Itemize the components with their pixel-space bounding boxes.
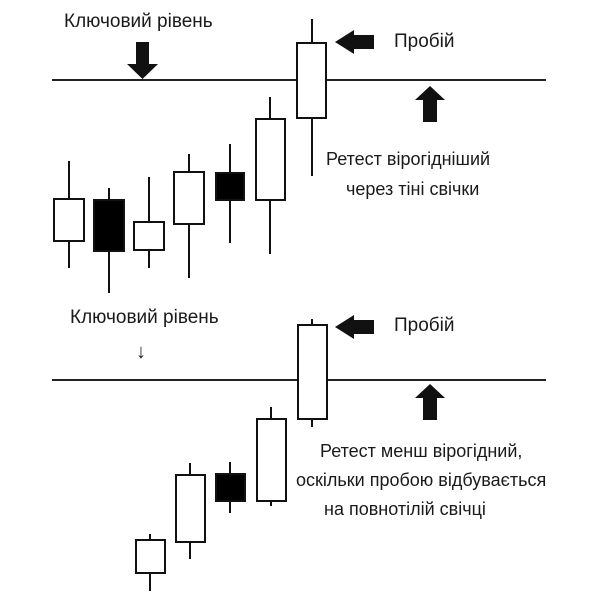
bottom-panel [52, 315, 546, 591]
candle-body [215, 172, 245, 201]
top-panel [52, 19, 546, 293]
bottom-key-level-arrow-icon: ↓ [136, 341, 146, 363]
top-candle [173, 154, 205, 278]
bottom-breakout-left-arrow-icon [335, 315, 374, 339]
top-breakout-candle [296, 19, 327, 176]
candle-body [133, 221, 165, 251]
top-breakout-label: Пробій [394, 31, 455, 52]
bottom-retest-line-2: оскільки пробою відбувається [296, 470, 547, 490]
candle-body [296, 42, 327, 119]
candle-body [173, 171, 205, 225]
candle-body [215, 473, 246, 502]
bottom-retest-up-arrow-icon [415, 384, 445, 420]
top-retest-up-arrow-icon [415, 86, 445, 122]
candle-body [297, 324, 328, 420]
bottom-breakout-candle [297, 319, 328, 427]
bottom-candle [175, 463, 206, 559]
candle-body [175, 474, 206, 543]
bottom-candle [215, 462, 246, 513]
bottom-candle [135, 534, 166, 591]
top-candle [215, 144, 245, 243]
candle-body [135, 539, 166, 574]
top-key-level-down-arrow-icon [127, 42, 158, 79]
top-retest-line-2: через тіні свічки [346, 179, 480, 199]
top-retest-line-1: Ретест вірогідніший [326, 149, 491, 169]
top-candle [93, 188, 125, 293]
top-breakout-left-arrow-icon [335, 30, 374, 54]
top-candle [255, 97, 286, 254]
top-candle [133, 177, 165, 268]
bottom-retest-line-3: на повнотілій свічці [324, 499, 486, 519]
bottom-retest-line-1: Ретест менш вірогідний, [320, 441, 523, 461]
candle-body [255, 118, 286, 201]
top-key-level-label: Ключовий рівень [64, 11, 213, 32]
bottom-key-level-label: Ключовий рівень [70, 307, 219, 328]
candle-body [93, 199, 125, 252]
bottom-breakout-label: Пробій [394, 315, 455, 336]
bottom-candle [256, 407, 287, 506]
top-candle [53, 161, 85, 268]
candle-body [256, 418, 287, 502]
candle-body [53, 198, 85, 242]
